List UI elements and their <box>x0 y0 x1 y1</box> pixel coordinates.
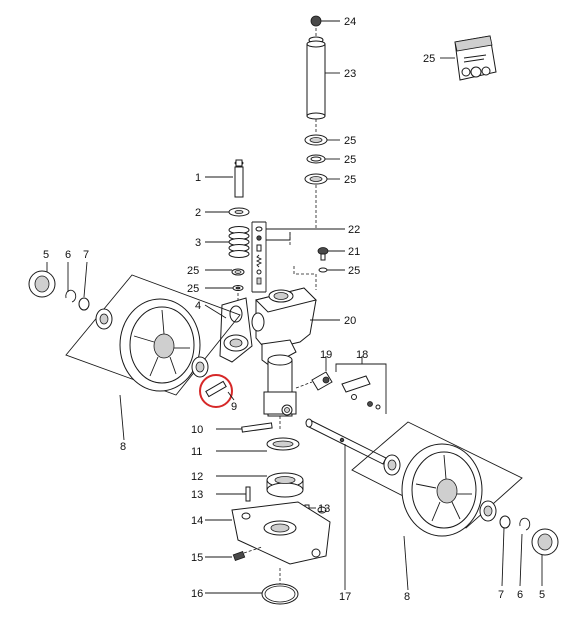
pump-plunger-part-1 <box>205 159 244 198</box>
grease-nipple-part-15 <box>205 546 263 562</box>
callout-25: 25 <box>344 154 356 166</box>
screw-part-21 <box>317 247 345 261</box>
valve-parts-group-22 <box>251 221 345 293</box>
pump-housing-part-4 <box>204 297 253 363</box>
callout-9: 9 <box>231 401 237 413</box>
callout-8: 8 <box>404 591 410 603</box>
callout-13: 13 <box>191 489 203 501</box>
axle-part-17 <box>305 418 387 590</box>
callout-labels: 24 23 25 25 25 25 1 2 3 22 21 25 25 25 4… <box>43 16 545 603</box>
callout-22: 22 <box>348 224 360 236</box>
snap-ring-part-16 <box>205 568 299 605</box>
left-clip-part-6 <box>65 262 77 303</box>
left-washer-part-7 <box>78 261 90 311</box>
callout-11: 11 <box>191 446 202 458</box>
right-wheel-assembly-8 <box>351 421 523 591</box>
right-washer-part-7 <box>499 515 511 587</box>
callout-2: 2 <box>195 207 201 219</box>
callout-16: 16 <box>191 588 203 600</box>
seal-parts-25-stack <box>304 134 340 230</box>
callout-25: 25 <box>423 53 435 65</box>
pump-body-part-20 <box>251 287 340 351</box>
callout-14: 14 <box>191 515 203 527</box>
callout-23: 23 <box>344 68 356 80</box>
callout-6: 6 <box>65 249 71 261</box>
pin-part-9-highlighted <box>199 374 235 408</box>
callout-7: 7 <box>498 589 504 601</box>
seal-kit-box-25 <box>440 35 497 81</box>
left-wheel-assembly-8 <box>65 274 241 441</box>
callout-20: 20 <box>344 315 356 327</box>
callout-6: 6 <box>517 589 523 601</box>
piston-rod-part-23 <box>306 28 340 133</box>
callout-17: 17 <box>339 591 351 603</box>
washer-part-2 <box>205 207 250 217</box>
fork-plate-part-14 <box>205 501 331 565</box>
callout-8: 8 <box>120 441 126 453</box>
callout-7: 7 <box>83 249 89 261</box>
callout-12: 12 <box>191 471 203 483</box>
callout-10: 10 <box>191 424 203 436</box>
callout-25: 25 <box>187 283 199 295</box>
callout-5: 5 <box>43 249 49 261</box>
callout-25: 25 <box>344 135 356 147</box>
bearing-part-12 <box>216 472 304 498</box>
callout-18: 18 <box>356 349 368 361</box>
spring-part-3 <box>205 226 250 258</box>
callout-21: 21 <box>348 246 360 258</box>
callout-13: 13 <box>318 503 330 515</box>
callout-25: 25 <box>187 265 199 277</box>
left-cap-part-5 <box>28 262 56 298</box>
callout-15: 15 <box>191 552 203 564</box>
main-frame-column <box>261 339 297 430</box>
callout-19: 19 <box>320 349 332 361</box>
ball-part-24 <box>310 15 340 27</box>
callout-5: 5 <box>539 589 545 601</box>
callout-3: 3 <box>195 237 201 249</box>
callout-25: 25 <box>348 265 360 277</box>
callout-25: 25 <box>344 174 356 186</box>
callout-24: 24 <box>344 16 356 28</box>
callout-1: 1 <box>195 172 201 184</box>
pin-part-10 <box>216 422 273 433</box>
right-cap-part-5 <box>531 528 559 586</box>
right-clip-part-6 <box>519 517 531 587</box>
lever-parts-group-18 <box>335 356 387 414</box>
valve-part-19 <box>295 356 333 391</box>
seal-part-25-right <box>293 266 345 290</box>
callout-4: 4 <box>195 300 201 312</box>
bearing-ring-part-11 <box>216 437 300 452</box>
